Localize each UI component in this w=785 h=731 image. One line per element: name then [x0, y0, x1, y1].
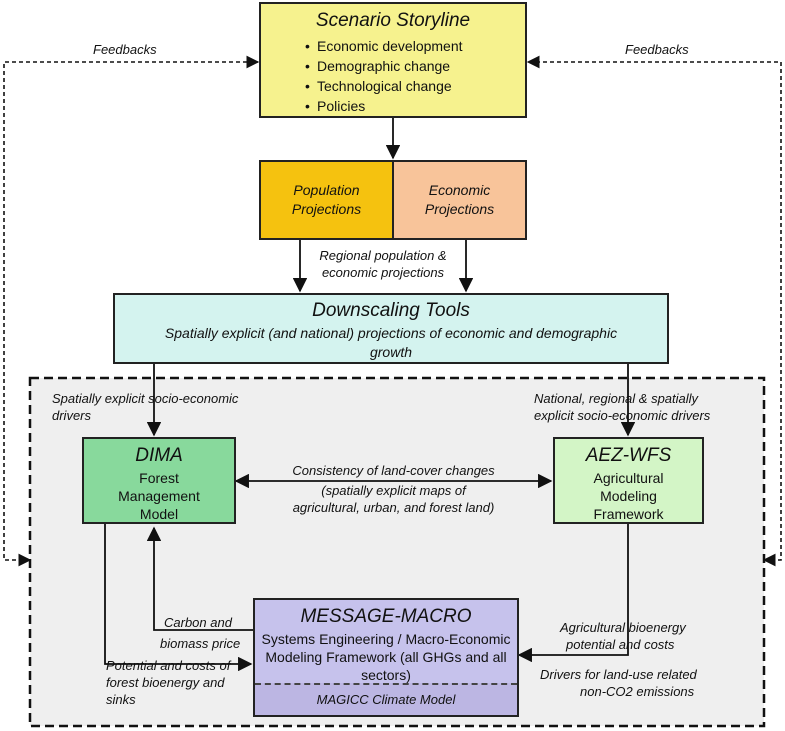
downscaling-line1: Spatially explicit (and national) projec…: [164, 325, 618, 341]
arrow-message-dima: [146, 526, 253, 631]
population-projections-box: Population Projections: [259, 160, 394, 240]
feedback-arrow-left: [3, 55, 260, 567]
drivers-landuse-label: Drivers for land-use related non-CO2 emi…: [540, 666, 697, 700]
storyline-title: Scenario Storyline: [315, 10, 471, 31]
message-line1: Systems Engineering / Macro-Economic: [261, 631, 511, 647]
storyline-bullets: Economic development Demographic change …: [261, 36, 525, 116]
aez-wfs-box: AEZ-WFS Agricultural Modeling Framework: [553, 437, 704, 524]
regional-label-line1: Regional population &: [319, 248, 447, 263]
scenario-storyline-box: Scenario Storyline Economic development …: [259, 2, 527, 118]
left-drivers-label: Spatially explicit socio-economic driver…: [52, 390, 238, 424]
consistency-line1: Consistency of land-cover changes: [292, 463, 495, 478]
arrow-dima-message: [104, 524, 253, 672]
right-drivers-label: National, regional & spatially explicit …: [534, 390, 710, 424]
storyline-bullet: Demographic change: [261, 56, 525, 76]
storyline-bullet: Economic development: [261, 36, 525, 56]
forest-bioenergy-label: Potential and costs of forest bioenergy …: [106, 657, 230, 708]
population-line2: Projections: [291, 201, 362, 217]
message-title: MESSAGE-MACRO: [300, 606, 472, 627]
dima-box: DIMA Forest Management Model: [82, 437, 236, 524]
feedback-arrow-right: [526, 55, 782, 567]
magicc-label: MAGICC Climate Model: [316, 692, 456, 707]
economic-projections-box: Economic Projections: [392, 160, 527, 240]
drivers-landuse-line2: non-CO2 emissions: [580, 684, 695, 699]
arrow-aez-message: [517, 524, 629, 663]
dima-line2: Management: [118, 488, 200, 504]
message-line3: sectors): [361, 667, 411, 683]
aez-title: AEZ-WFS: [585, 445, 672, 466]
agri-bio-line2: potential and costs: [566, 637, 675, 652]
consistency-line2: (spatially explicit maps of: [321, 483, 466, 498]
dima-title: DIMA: [135, 445, 183, 466]
message-line2: Modeling Framework (all GHGs and all: [265, 649, 507, 665]
aez-line3: Framework: [593, 506, 664, 522]
economic-line2: Projections: [424, 201, 495, 217]
storyline-bullet: Policies: [261, 96, 525, 116]
economic-line1: Economic: [428, 182, 491, 198]
forest-bio-line2: forest bioenergy and: [106, 675, 225, 690]
left-drivers-line1: Spatially explicit socio-economic: [52, 391, 239, 406]
message-macro-box: MESSAGE-MACRO Systems Engineering / Macr…: [253, 598, 519, 717]
feedbacks-label-left: Feedbacks: [93, 42, 157, 57]
storyline-bullet: Technological change: [261, 76, 525, 96]
agricultural-bioenergy-label: Agricultural bioenergy potential and cos…: [560, 619, 686, 653]
regional-label-line2: economic projections: [321, 265, 445, 280]
left-drivers-line2: drivers: [52, 408, 92, 423]
carbon-line1: Carbon and: [164, 615, 232, 630]
carbon-price-label: Carbon and biomass price: [160, 614, 240, 652]
feedbacks-label-right: Feedbacks: [625, 42, 689, 57]
agri-bio-line1: Agricultural bioenergy: [560, 620, 686, 635]
downscaling-tools-box: Downscaling Tools Spatially explicit (an…: [113, 293, 669, 364]
carbon-line2: biomass price: [160, 636, 241, 651]
dima-line1: Forest: [139, 470, 179, 486]
consistency-line3: agricultural, urban, and forest land): [292, 500, 495, 515]
aez-line1: Agricultural: [593, 470, 664, 486]
aez-line2: Modeling: [600, 488, 657, 504]
right-drivers-line1: National, regional & spatially: [534, 391, 699, 406]
regional-projections-label: Regional population & economic projectio…: [300, 247, 466, 281]
consistency-label: Consistency of land-cover changes (spati…: [236, 462, 551, 516]
forest-bio-line1: Potential and costs of: [106, 658, 231, 673]
magicc-climate-model-box: MAGICC Climate Model: [255, 683, 517, 715]
population-line1: Population: [293, 182, 360, 198]
forest-bio-line3: sinks: [106, 692, 136, 707]
downscaling-title: Downscaling Tools: [312, 300, 470, 321]
downscaling-line2: growth: [369, 344, 413, 360]
right-drivers-line2: explicit socio-economic drivers: [534, 408, 711, 423]
dima-line3: Model: [139, 506, 179, 522]
drivers-landuse-line1: Drivers for land-use related: [540, 667, 697, 682]
